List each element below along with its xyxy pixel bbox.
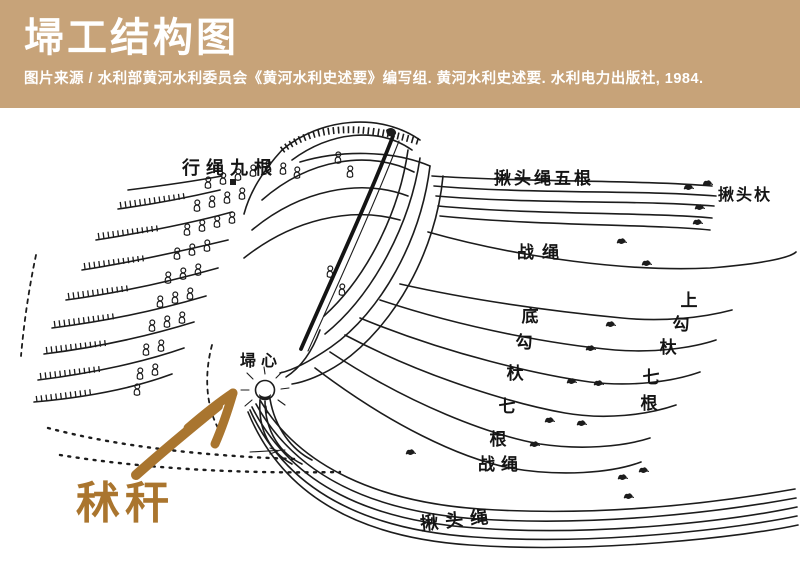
- page-title: 埽工结构图: [24, 16, 239, 60]
- label-battle-rope-upper: 战绳: [517, 242, 567, 262]
- label-upper-hook-column: 上 勾 杕 七 根: [641, 291, 698, 413]
- walking-ropes-fan: [20, 175, 233, 403]
- svg-text:根: 根: [490, 429, 507, 449]
- label-head-ropes-five: 揪头绳五根: [494, 168, 594, 188]
- sao-heart: [206, 344, 313, 465]
- svg-text:勾: 勾: [516, 332, 533, 352]
- svg-text:上: 上: [681, 291, 698, 310]
- label-sorghum-stalks: 秫秆: [76, 479, 174, 528]
- label-walking-ropes: 行绳九根: [181, 157, 278, 178]
- sorghum-arrow-annotation: [131, 388, 238, 480]
- svg-text:七: 七: [499, 397, 516, 416]
- label-bottom-hook-column: 底 勾 杕 七 根: [490, 306, 539, 449]
- svg-text:七: 七: [643, 368, 660, 387]
- header-band: 埽工结构图 图片来源 / 水利部黄河水利委员会《黄河水利史述要》编写组. 黄河水…: [0, 0, 800, 108]
- workers-crowd: [133, 151, 354, 396]
- label-sao-heart: 埽心: [240, 352, 282, 370]
- label-head-rope-bottom: 揪头绳: [419, 505, 496, 534]
- sao-mound: [243, 121, 444, 385]
- source-citation: 图片来源 / 水利部黄河水利委员会《黄河水利史述要》编写组. 黄河水利史述要. …: [24, 71, 704, 87]
- label-head-stake: 揪头杕: [718, 185, 772, 204]
- svg-text:底: 底: [522, 306, 539, 326]
- svg-text:勾: 勾: [673, 314, 690, 334]
- label-battle-rope-lower: 战绳: [478, 454, 524, 474]
- right-ropes: [314, 175, 797, 500]
- svg-text:杕: 杕: [507, 363, 525, 383]
- svg-text:杕: 杕: [660, 337, 678, 357]
- svg-text:根: 根: [641, 393, 658, 413]
